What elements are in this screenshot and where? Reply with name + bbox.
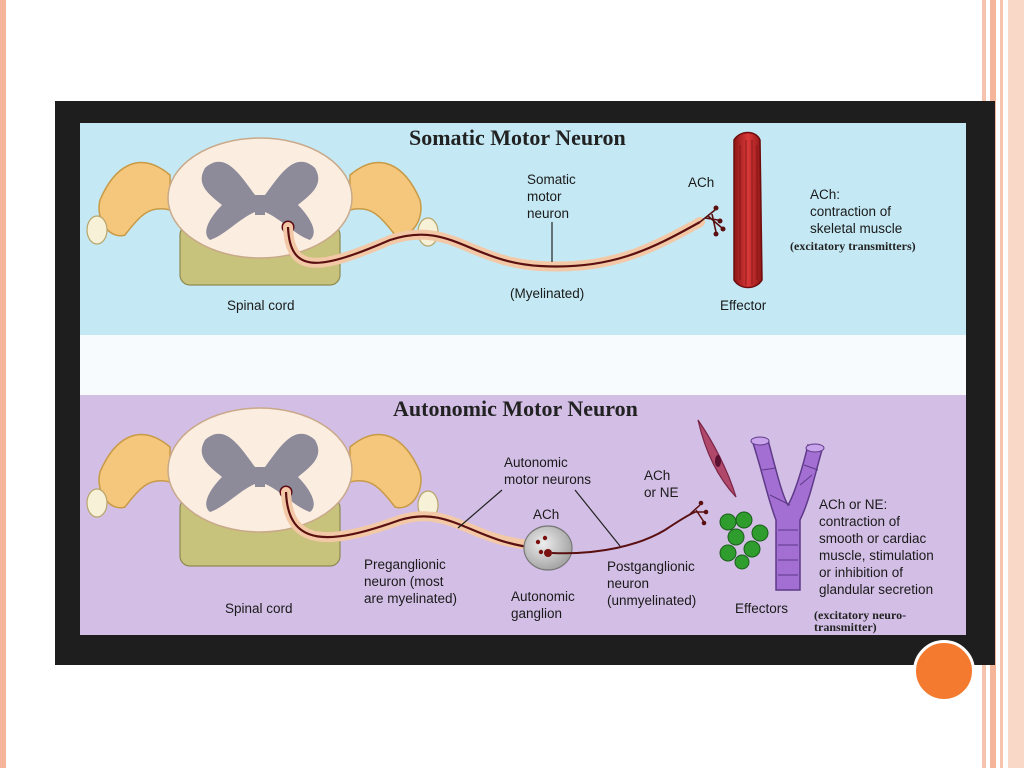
ganglion-label: Autonomic ganglion bbox=[511, 588, 575, 622]
ganglion-ach-label: ACh bbox=[533, 506, 559, 523]
effector-label: Effector bbox=[720, 297, 766, 314]
smooth-muscle-cell bbox=[698, 420, 736, 497]
blood-vessel-effector bbox=[751, 437, 824, 590]
effectors-label: Effectors bbox=[735, 600, 788, 617]
somatic-spinal-cord-illustration bbox=[87, 138, 438, 285]
autonomic-spinal-cord-illustration bbox=[87, 408, 438, 566]
autonomic-spinal-cord-label: Spinal cord bbox=[225, 600, 293, 617]
gland-cells-effector bbox=[720, 512, 768, 569]
somatic-spinal-cord-label: Spinal cord bbox=[227, 297, 295, 314]
somatic-neuron-label: Somatic motor neuron bbox=[527, 171, 576, 222]
slide-accent-circle bbox=[913, 640, 975, 702]
somatic-effect-text: ACh: contraction of skeletal muscle bbox=[810, 186, 902, 237]
somatic-title: Somatic Motor Neuron bbox=[409, 125, 626, 151]
postganglionic-label: Postganglionic neuron (unmyelinated) bbox=[607, 558, 696, 609]
myelinated-label: (Myelinated) bbox=[510, 285, 584, 302]
somatic-excitatory-note: (excitatory transmitters) bbox=[790, 240, 916, 252]
ach-or-ne-label: ACh or NE bbox=[644, 467, 679, 501]
autonomic-title: Autonomic Motor Neuron bbox=[393, 396, 638, 422]
autonomic-excitatory-note: (excitatory neuro- transmitter) bbox=[814, 609, 906, 633]
skeletal-muscle-effector bbox=[734, 133, 762, 288]
autonomic-ganglion-shape bbox=[524, 526, 572, 570]
autonomic-neurons-label: Autonomic motor neurons bbox=[504, 454, 591, 488]
somatic-axon bbox=[288, 206, 726, 267]
preganglionic-label: Preganglionic neuron (most are myelinate… bbox=[364, 556, 457, 607]
somatic-ach-label: ACh bbox=[688, 174, 714, 191]
autonomic-effect-text: ACh or NE: contraction of smooth or card… bbox=[819, 496, 934, 598]
